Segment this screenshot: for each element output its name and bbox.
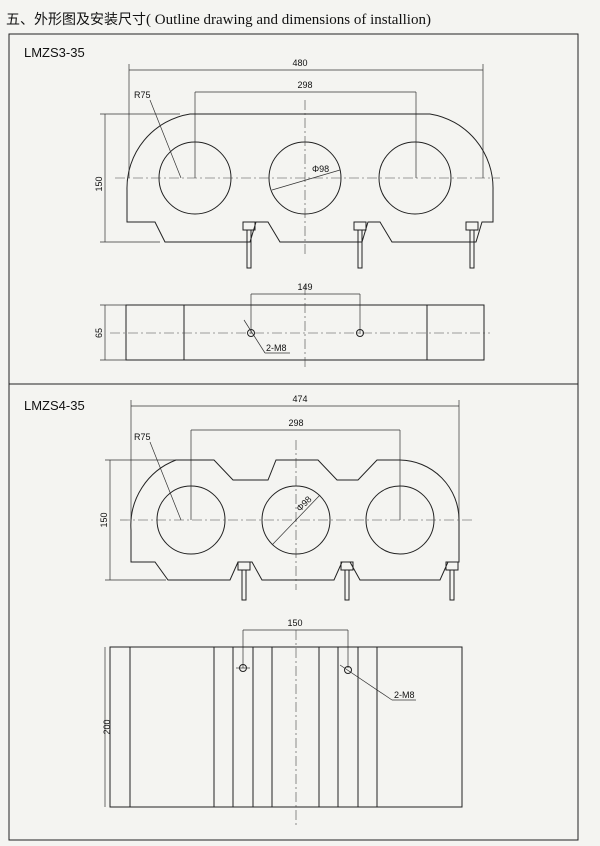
dim-height: 200 xyxy=(102,719,112,734)
bolt-label: 2-M8 xyxy=(266,343,287,353)
dim-height: 150 xyxy=(94,176,104,191)
panel-lmzs4-35: LMZS4-35 474 298 150 R75 Φ98 xyxy=(8,383,579,841)
dim-height: 150 xyxy=(99,512,109,527)
dim-height: 65 xyxy=(94,328,104,338)
dim-spacing: 150 xyxy=(287,618,302,628)
diameter-label: Φ98 xyxy=(312,164,329,174)
radius-label: R75 xyxy=(134,90,151,100)
panel-lmzs3-35: LMZS3-35 480 298 150 R75 Φ98 xyxy=(8,33,579,385)
side-view: 149 65 2-M8 xyxy=(94,282,490,368)
radius-label: R75 xyxy=(134,432,151,442)
model-label: LMZS3-35 xyxy=(24,45,85,60)
terminal-pins xyxy=(242,221,479,269)
top-view: 480 298 150 R75 Φ98 xyxy=(94,58,500,269)
section-title-cn: 五、外形图及安装尺寸 xyxy=(6,12,146,28)
dim-width: 480 xyxy=(292,58,307,68)
top-view: 474 298 150 R75 Φ98 xyxy=(99,394,475,601)
model-label: LMZS4-35 xyxy=(24,398,85,413)
terminal-pins xyxy=(237,561,459,601)
diameter-label: Φ98 xyxy=(294,494,313,513)
dim-spacing: 298 xyxy=(297,80,312,90)
dim-width: 474 xyxy=(292,394,307,404)
panel-frame xyxy=(8,383,579,841)
section-title-en: ( Outline drawing and dimensions of inst… xyxy=(146,12,431,28)
section-title: 五、外形图及安装尺寸( Outline drawing and dimensio… xyxy=(6,9,431,29)
bolt-label: 2-M8 xyxy=(394,690,415,700)
dim-spacing: 298 xyxy=(288,418,303,428)
side-view: 150 200 2-M8 xyxy=(102,618,463,825)
